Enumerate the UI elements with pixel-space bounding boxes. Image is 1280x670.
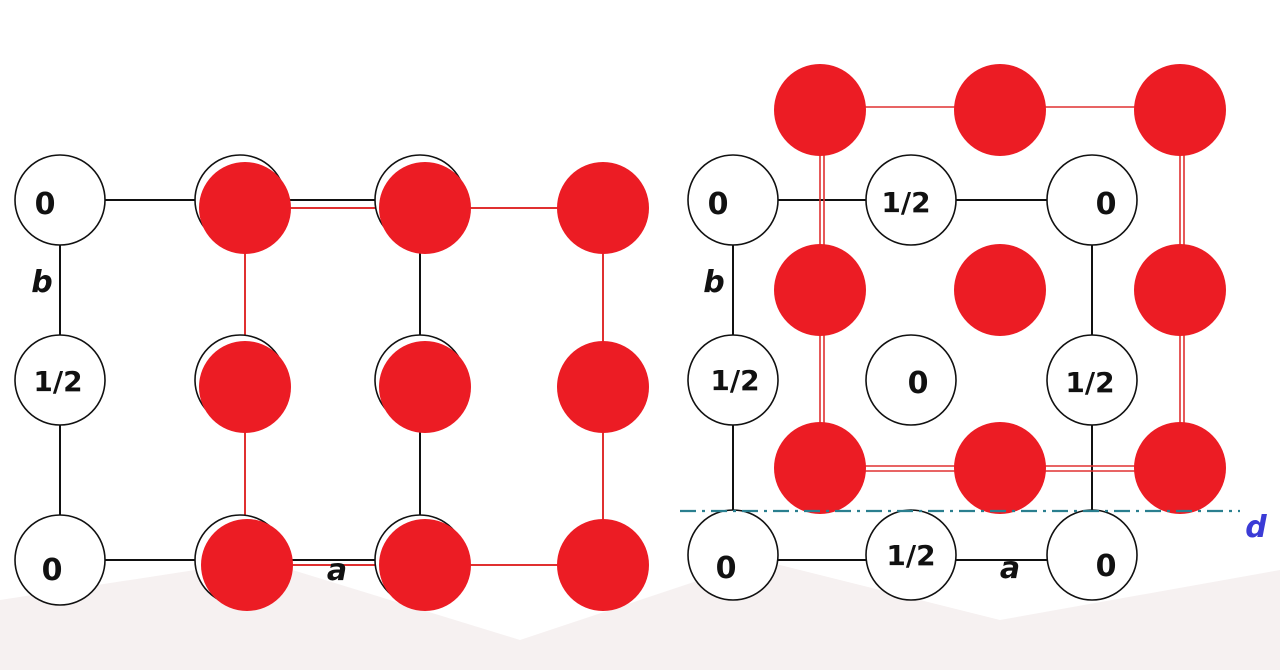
left-red-atom [379, 519, 471, 611]
right-ring-atom-br [1046, 509, 1138, 601]
right-ring-atom-mc [865, 334, 957, 426]
right-height-label-bl: 0 [716, 551, 737, 586]
glide-plane-label: d [1245, 510, 1267, 545]
left-red-atom [199, 341, 291, 433]
right-rings [687, 154, 1138, 601]
right-red-atoms [774, 64, 1226, 514]
right-ring-atom-ml [687, 334, 779, 426]
right-red-atom [774, 64, 866, 156]
left-red-atom [201, 519, 293, 611]
left-ring-atom-ml [14, 334, 106, 426]
right-height-label-mr: 1/2 [1065, 366, 1114, 399]
left-panel: 0 1/2 0 b a [14, 154, 649, 611]
left-red-atoms [199, 162, 649, 611]
left-axis-b-label: b [31, 265, 52, 300]
right-height-label-tl: 0 [708, 187, 729, 222]
right-red-atom [774, 422, 866, 514]
right-panel: d 0 1/2 0 1/2 0 1/2 0 1/2 0 b a [680, 64, 1267, 601]
right-axis-a-label: a [1000, 551, 1020, 586]
right-ring-atom-mr [1046, 334, 1138, 426]
right-red-atom [954, 244, 1046, 336]
left-height-label-bl: 0 [42, 553, 63, 588]
right-red-atom [774, 244, 866, 336]
left-ring-atom-bl [14, 514, 106, 606]
right-ring-atom-tr [1046, 154, 1138, 246]
right-height-label-ml: 1/2 [710, 364, 759, 397]
left-red-atom [557, 341, 649, 433]
left-red-atom [379, 341, 471, 433]
left-axis-a-label: a [327, 553, 347, 588]
right-axis-b-label: b [703, 265, 724, 300]
right-height-label-tr: 0 [1096, 187, 1117, 222]
left-red-atom [199, 162, 291, 254]
right-red-atom [1134, 422, 1226, 514]
left-height-label-tl: 0 [35, 187, 56, 222]
background-band [0, 560, 1280, 670]
right-ring-atom-tl [687, 154, 779, 246]
left-ring-atom-tl [14, 154, 106, 246]
right-red-atom [1134, 244, 1226, 336]
right-height-label-br: 0 [1096, 549, 1117, 584]
right-ring-atom-tm [865, 154, 957, 246]
right-height-label-tm: 1/2 [881, 186, 930, 219]
right-red-atom [1134, 64, 1226, 156]
left-red-atom [557, 519, 649, 611]
right-red-atom [954, 422, 1046, 514]
left-height-label-ml: 1/2 [33, 365, 82, 398]
right-height-label-bm: 1/2 [886, 539, 935, 572]
right-red-atom [954, 64, 1046, 156]
left-red-atom [557, 162, 649, 254]
left-red-atom [379, 162, 471, 254]
right-height-label-mc: 0 [908, 366, 929, 401]
